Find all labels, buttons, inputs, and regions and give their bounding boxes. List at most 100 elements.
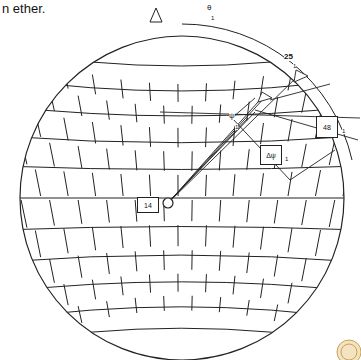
brick-edge — [7, 167, 13, 196]
brick-edge — [219, 297, 220, 312]
brick-edge — [50, 200, 55, 226]
brick-edge — [302, 200, 307, 225]
brick-edge — [329, 84, 335, 107]
label-box: 14 — [137, 197, 159, 213]
brick-edge — [205, 127, 207, 147]
brick-edge — [219, 200, 220, 221]
brick-edge — [247, 200, 249, 222]
latitude-line — [0, 282, 361, 292]
brick-edge — [163, 106, 165, 124]
brick-edge — [315, 170, 320, 196]
brick-edge — [149, 274, 150, 292]
callout-label: 1 — [235, 124, 238, 130]
callout-label: ψ — [229, 112, 235, 120]
top-triangle — [150, 8, 162, 22]
brick-edge — [64, 118, 68, 141]
brick-edge — [78, 306, 82, 323]
brick-edge — [302, 311, 307, 329]
brick-edge — [233, 226, 235, 248]
brick-edge — [357, 75, 361, 100]
brick-edge — [64, 171, 68, 196]
brick-edge — [92, 75, 95, 95]
brick-edge — [302, 258, 307, 281]
brick-edge — [357, 200, 361, 229]
brick-edge — [288, 70, 292, 91]
brick-edge — [107, 101, 110, 120]
latitude-line — [0, 78, 361, 91]
brick-edge — [107, 149, 110, 170]
brick-edge — [343, 295, 349, 319]
brick-edge — [247, 252, 249, 273]
box-label: 14 — [144, 202, 152, 209]
brick-edge — [78, 146, 82, 168]
brick-edge — [50, 259, 55, 283]
brick-edge — [78, 256, 82, 278]
brick-edge — [288, 119, 292, 141]
brick-edge — [92, 280, 95, 300]
brick-edge — [315, 288, 320, 310]
brick-edge — [191, 296, 192, 311]
brick-edge — [35, 59, 40, 82]
brick-edge — [315, 230, 320, 256]
brick-edge — [247, 300, 249, 316]
brick-edge — [135, 298, 137, 313]
brick-edge — [329, 200, 335, 227]
brick-edge — [149, 127, 150, 147]
latitude-line — [0, 198, 361, 199]
brick-edge — [177, 128, 178, 148]
brick-edge — [329, 262, 335, 287]
brick-edge — [288, 172, 292, 196]
brick-edge — [135, 251, 137, 271]
brick-edge — [50, 143, 55, 167]
brick-edge — [50, 313, 55, 331]
brick-edge — [35, 290, 40, 313]
brick-edge — [302, 91, 307, 112]
callout-label: 1 — [342, 128, 345, 134]
brick-edge — [205, 225, 207, 246]
brick-edge — [7, 297, 13, 322]
label-box: Δψ — [260, 145, 282, 165]
brick-edge — [302, 144, 307, 167]
latitude-line — [0, 227, 361, 230]
outer-arc — [182, 24, 352, 160]
brick-edge — [163, 151, 165, 171]
brick-edge — [191, 200, 192, 221]
brick-edge — [205, 274, 207, 292]
brick-edge — [261, 123, 264, 144]
brick-edge — [288, 228, 292, 252]
brick-edge — [92, 227, 95, 250]
seal-logo — [337, 340, 361, 360]
brick-edge — [233, 276, 235, 295]
latitude-line — [0, 136, 361, 143]
brick-edge — [274, 255, 277, 277]
brick-edge — [121, 226, 123, 248]
brick-edge — [261, 173, 264, 196]
center-point — [163, 198, 173, 208]
brick-edge — [149, 83, 150, 101]
brick-edge — [233, 174, 235, 196]
brick-edge — [21, 321, 27, 341]
brick-edge — [7, 233, 13, 262]
fan-lines — [160, 70, 360, 203]
brick-edge — [92, 122, 95, 143]
brick-edge — [315, 61, 320, 83]
brick-edge — [177, 84, 178, 102]
brick-edge — [177, 274, 178, 292]
brick-edge — [64, 284, 68, 305]
brick-edge — [107, 253, 110, 274]
brick-edge — [343, 232, 349, 260]
sphere-outline — [20, 36, 344, 360]
brick-edge — [149, 175, 150, 196]
brick-edge — [329, 318, 335, 337]
brick-edge — [357, 267, 361, 294]
brick-edge — [205, 175, 207, 196]
brick-edge — [191, 250, 192, 270]
brick-edge — [107, 301, 110, 317]
callout-label: 1 — [211, 15, 214, 21]
brick-edge — [92, 173, 95, 196]
brick-edge — [191, 151, 192, 171]
callout-label: 1 — [293, 63, 296, 69]
latitude-line — [0, 50, 361, 66]
brick-edge — [121, 276, 123, 295]
brick-edge — [7, 105, 13, 132]
